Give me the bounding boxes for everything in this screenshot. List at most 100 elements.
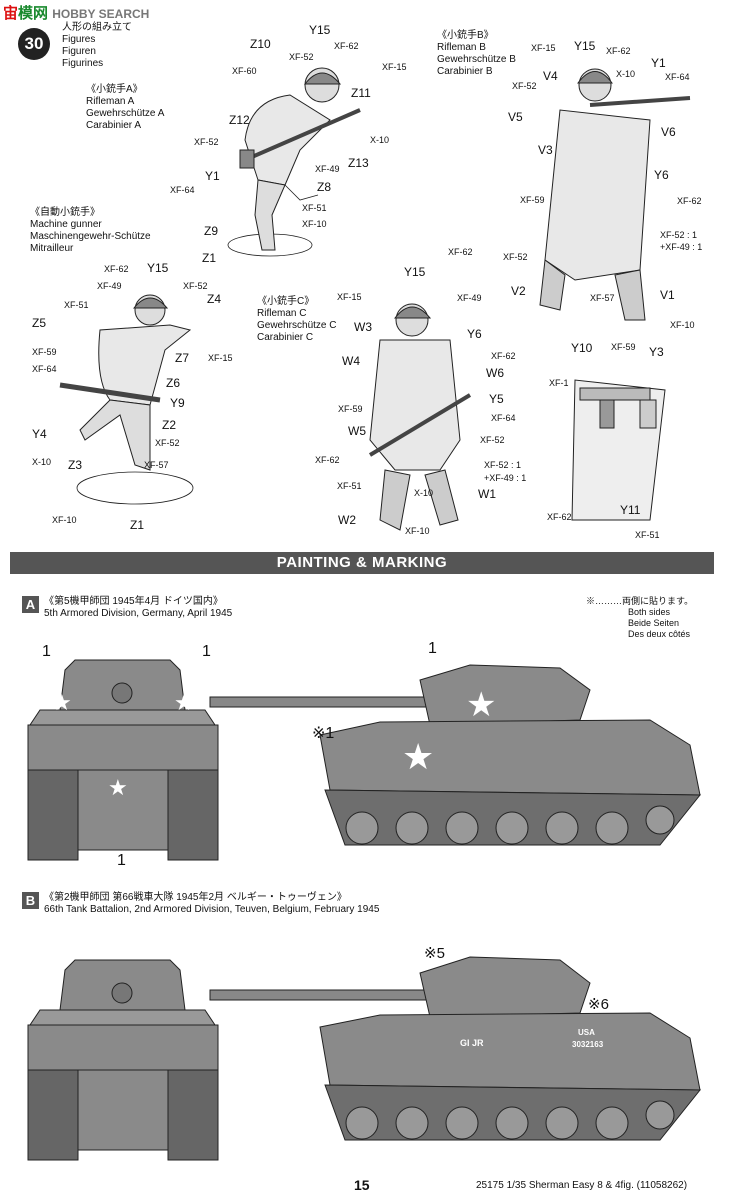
- paint-code-label: XF-52: [155, 438, 180, 448]
- belt-detail-figure: [571, 379, 666, 521]
- part-number-label: Y15: [309, 23, 331, 37]
- part-number-label: Z6: [166, 376, 181, 390]
- part-number-label: V2: [511, 284, 526, 298]
- part-number-label: W6: [486, 366, 504, 380]
- part-number-label: W1: [478, 487, 496, 501]
- marking-b-title: 《第2機甲師団 第66戦車大隊 1945年2月 ベルギー・トゥーヴェン》 66t…: [44, 892, 380, 915]
- step-number-badge: 30: [18, 28, 50, 60]
- star-decal: ★: [466, 686, 497, 724]
- part-number-label: Y15: [404, 265, 426, 279]
- part-number-label: W4: [342, 354, 360, 368]
- star-decal: ★: [52, 690, 72, 715]
- both-sides-note: ※………両側に貼ります。 Both sides Beide Seiten Des…: [586, 596, 694, 639]
- part-number-label: Z8: [317, 180, 332, 194]
- paint-code-label: XF-52 : 1: [484, 460, 522, 470]
- painting-marking-banner: PAINTING & MARKING: [10, 552, 714, 574]
- star-decal: ★: [108, 775, 128, 800]
- paint-code-label: XF-49: [457, 293, 482, 303]
- part-number-label: V5: [508, 110, 523, 124]
- watermark: 宙模网 HOBBY SEARCH: [3, 5, 150, 22]
- part-number-label: Z12: [229, 113, 250, 127]
- tank-b-side-view: [209, 956, 702, 1141]
- paint-code-label: XF-60: [232, 66, 257, 76]
- paint-code-label: XF-52: [183, 281, 208, 291]
- paint-code-label: +XF-49 : 1: [660, 242, 703, 252]
- paint-code-label: XF-51: [302, 203, 327, 213]
- part-number-label: V1: [660, 288, 675, 302]
- paint-code-label: XF-52 : 1: [660, 230, 698, 240]
- paint-code-label: X-10: [370, 135, 390, 145]
- paint-code-label: XF-49: [315, 164, 340, 174]
- part-number-label: Y3: [649, 345, 664, 359]
- paint-code-label: XF-64: [491, 413, 516, 423]
- rifleman-c-caption: 《小銃手C》 Rifleman C Gewehrschütze C Carabi…: [257, 296, 337, 343]
- part-number-label: Y6: [654, 168, 669, 182]
- part-number-label: Z1: [130, 518, 145, 532]
- part-number-label: W2: [338, 513, 356, 527]
- part-number-label: Z13: [348, 156, 369, 170]
- part-number-label: Y5: [489, 392, 504, 406]
- decal-1-label-right: 1: [202, 643, 211, 660]
- rifleman-b-figure: [539, 68, 691, 321]
- paint-code-label: XF-64: [32, 364, 57, 374]
- tank-a-front-view: [27, 659, 219, 861]
- paint-code-label: XF-10: [670, 320, 695, 330]
- rifleman-a-figure: [227, 67, 361, 257]
- paint-code-label: X-10: [32, 457, 52, 467]
- decal-5-label: ※5: [424, 945, 445, 962]
- paint-code-label: XF-62: [606, 46, 631, 56]
- part-number-label: Z4: [207, 292, 222, 306]
- paint-code-label: XF-15: [382, 62, 407, 72]
- part-number-label: Z9: [204, 224, 219, 238]
- paint-code-label: XF-15: [531, 43, 556, 53]
- paint-code-label: XF-1: [549, 378, 569, 388]
- part-number-label: Y10: [571, 341, 593, 355]
- paint-code-label: XF-59: [32, 347, 57, 357]
- paint-code-label: XF-15: [337, 292, 362, 302]
- part-number-label: Z7: [175, 351, 190, 365]
- paint-code-label: XF-51: [635, 530, 660, 540]
- paint-code-label: +XF-49 : 1: [484, 473, 527, 483]
- marking-b-letter: B: [22, 892, 39, 909]
- rifleman-a-caption: 《小銃手A》 Rifleman A Gewehrschütze A Carabi…: [86, 84, 165, 131]
- page-number: 15: [354, 1177, 370, 1193]
- machine-gunner-figure: [59, 294, 194, 505]
- rifleman-b-caption: 《小銃手B》 Rifleman B Gewehrschütze B Carabi…: [437, 30, 516, 77]
- part-number-label: Z5: [32, 316, 47, 330]
- paint-code-label: XF-59: [611, 342, 636, 352]
- part-number-label: Y1: [205, 169, 220, 183]
- part-number-label: Y11: [620, 503, 641, 517]
- marking-a-letter: A: [22, 596, 39, 613]
- part-number-label: W5: [348, 424, 366, 438]
- paint-code-label: XF-62: [104, 264, 129, 274]
- machine-gunner-caption: 《自動小銃手》 Machine gunner Maschinengewehr-S…: [30, 207, 151, 254]
- decal-1-label-front: 1: [117, 852, 126, 869]
- kit-code: 25175 1/35 Sherman Easy 8 & 4fig. (11058…: [476, 1180, 688, 1191]
- figures-illustration: [59, 67, 691, 531]
- paint-code-label: XF-10: [302, 219, 327, 229]
- part-number-label: Z10: [250, 37, 271, 51]
- part-number-label: V3: [538, 143, 553, 157]
- paint-code-label: XF-52: [194, 137, 219, 147]
- paint-code-label: XF-57: [590, 293, 615, 303]
- part-number-label: Z2: [162, 418, 177, 432]
- paint-code-label: X-10: [616, 69, 636, 79]
- part-number-label: Y1: [651, 56, 666, 70]
- paint-code-label: XF-49: [97, 281, 122, 291]
- paint-code-label: XF-52: [289, 52, 314, 62]
- step-title: 人形の組み立て Figures Figuren Figurines: [62, 22, 132, 69]
- part-number-label: Y9: [170, 396, 185, 410]
- paint-code-label: XF-15: [208, 353, 233, 363]
- paint-code-label: XF-62: [547, 512, 572, 522]
- part-number-label: Z3: [68, 458, 83, 472]
- rifleman-c-figure: [368, 303, 472, 531]
- part-number-label: V6: [661, 125, 676, 139]
- decal-1-label-left: 1: [42, 643, 51, 660]
- paint-code-label: XF-51: [337, 481, 362, 491]
- paint-code-label: XF-62: [677, 196, 702, 206]
- paint-code-label: XF-62: [334, 41, 359, 51]
- paint-code-label: XF-10: [52, 515, 77, 525]
- paint-code-label: XF-62: [315, 455, 340, 465]
- decal-6-label: ※6: [588, 996, 609, 1013]
- paint-code-label: X-10: [414, 488, 434, 498]
